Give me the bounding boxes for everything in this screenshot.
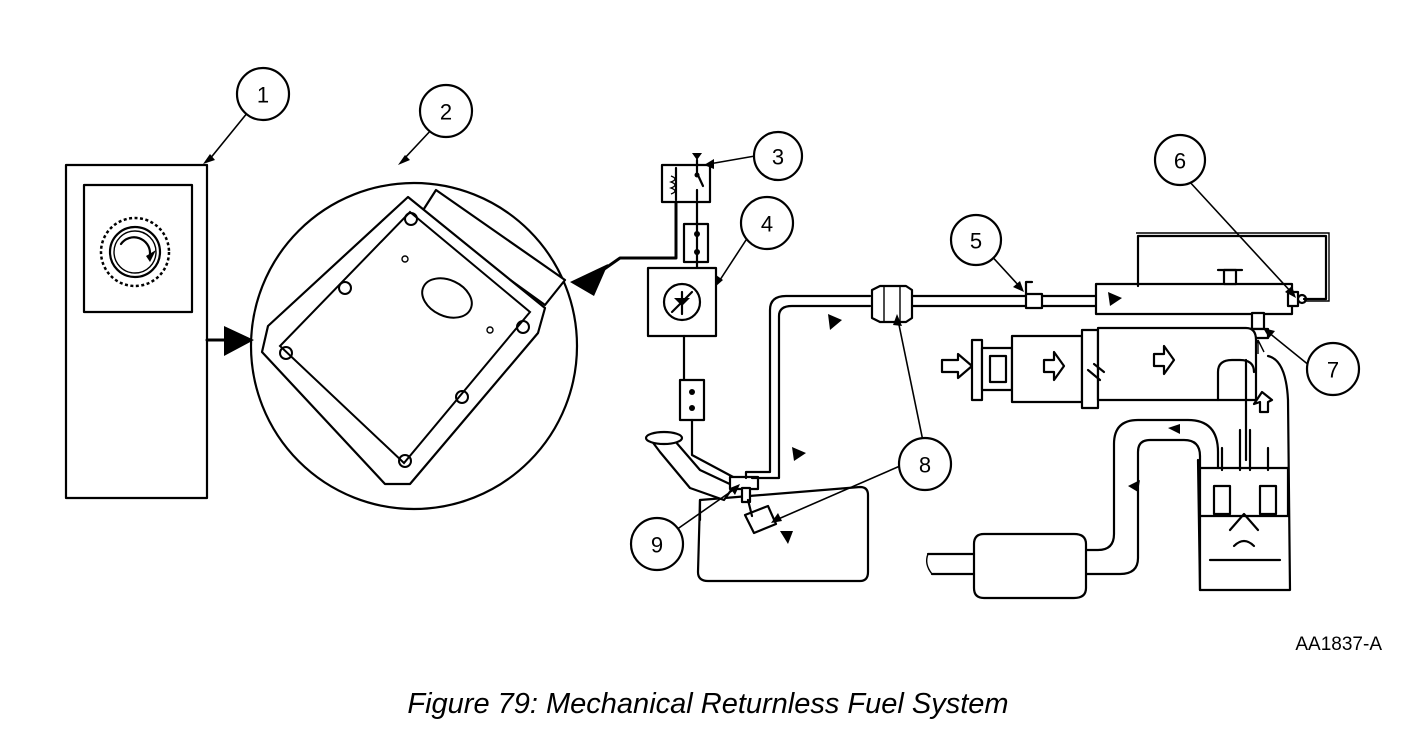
component-1-panel <box>64 163 209 500</box>
callout-7: 7 <box>1305 341 1361 397</box>
fuel-rail <box>1094 232 1330 316</box>
callout-9: 9 <box>629 516 685 572</box>
engine-block <box>1196 354 1292 592</box>
callout-6: 6 <box>1153 133 1207 187</box>
callout-4-label: 4 <box>761 212 773 237</box>
callout-2-label: 2 <box>440 100 452 125</box>
intake-manifold <box>940 326 1258 410</box>
callout-6-label: 6 <box>1174 149 1186 174</box>
fuel-tank <box>644 430 870 583</box>
callout-8: 8 <box>897 436 953 492</box>
drawing-code: AA1837-A <box>1295 634 1382 655</box>
figure-caption: Figure 79: Mechanical Returnless Fuel Sy… <box>407 688 1008 720</box>
callout-9-label: 9 <box>651 533 663 558</box>
component-3-relay <box>660 153 712 204</box>
component-8-filter <box>870 284 914 324</box>
callout-1: 1 <box>235 66 291 122</box>
fuse-upper <box>682 220 710 270</box>
callout-3: 3 <box>752 130 804 182</box>
flow-arrows-electrical <box>205 200 699 356</box>
callout-4: 4 <box>739 195 795 251</box>
wiring-lower <box>678 334 737 480</box>
fuel-supply-line <box>744 294 872 480</box>
callout-2: 2 <box>418 83 474 139</box>
component-2-module <box>249 181 579 511</box>
component-4-switch <box>646 266 718 338</box>
callout-5-label: 5 <box>970 229 982 254</box>
exhaust-system <box>925 418 1220 600</box>
fuel-line-to-rail <box>910 280 1100 310</box>
callout-leaders <box>203 111 1311 531</box>
callout-3-label: 3 <box>772 145 784 170</box>
callout-8-label: 8 <box>919 453 931 478</box>
callout-5: 5 <box>949 213 1003 267</box>
callout-1-label: 1 <box>257 83 269 108</box>
callout-7-label: 7 <box>1327 358 1339 383</box>
